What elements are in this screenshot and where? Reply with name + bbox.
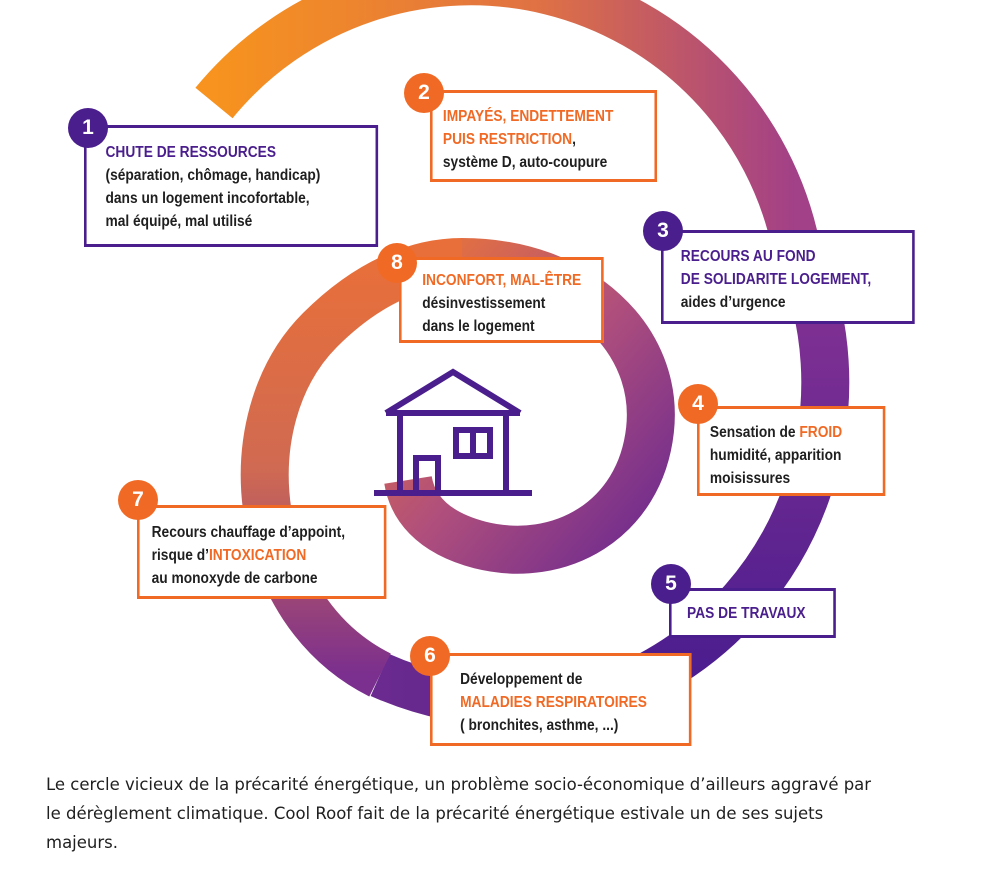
step-8-line-3: dans le logement: [422, 318, 535, 335]
step-7-line-1: Recours chauffage d’appoint,: [151, 524, 346, 541]
step-6-line-2: MALADIES RESPIRATOIRES: [460, 694, 647, 711]
step-8-line-1: INCONFORT, MAL-ÊTRE: [422, 272, 582, 289]
caption-line-1: Le cercle vicieux de la précarité énergé…: [46, 775, 872, 794]
step-6-box: Développement de MALADIES RESPIRATOIRES …: [430, 653, 692, 746]
step-5-line-1: PAS DE TRAVAUX: [687, 605, 806, 622]
step-1-line-3: dans un logement incofortable,: [105, 190, 310, 207]
step-4-line-2: humidité, apparition: [709, 447, 842, 464]
step-1-line-2: (séparation, chômage, handicap): [105, 167, 321, 184]
step-7-line-2: risque d’INTOXICATION: [151, 547, 307, 564]
step-2-number: 2: [404, 73, 444, 113]
step-7-number: 7: [118, 480, 158, 520]
step-3-line-1: RECOURS AU FOND: [680, 248, 816, 265]
step-6-line-3: ( bronchites, asthme, ...): [460, 717, 619, 734]
caption-line-2: le dérèglement climatique. Cool Roof fai…: [46, 804, 824, 823]
step-6-number: 6: [410, 636, 450, 676]
vicious-circle-diagram: CHUTE DE RESSOURCES (séparation, chômage…: [68, 0, 915, 746]
step-2-line-3: système D, auto-coupure: [442, 154, 608, 171]
step-5-number: 5: [651, 564, 691, 604]
step-8-box: INCONFORT, MAL-ÊTRE désinvestissement da…: [399, 257, 604, 343]
step-8-number: 8: [377, 243, 417, 283]
step-3-line-2: DE SOLIDARITE LOGEMENT,: [680, 271, 872, 288]
step-1-line-4: mal équipé, mal utilisé: [105, 213, 253, 230]
step-2-box: IMPAYÉS, ENDETTEMENT PUIS RESTRICTION, s…: [430, 90, 658, 182]
step-8-line-2: désinvestissement: [422, 295, 546, 312]
step-4-number: 4: [678, 384, 718, 424]
step-5-box: PAS DE TRAVAUX: [669, 588, 836, 638]
step-4-line-3: moisissures: [709, 470, 791, 487]
spiral-arc-outer-top: [195, 0, 820, 251]
caption-line-3: majeurs.: [46, 833, 119, 852]
step-7-box: Recours chauffage d’appoint, risque d’IN…: [137, 505, 387, 599]
figure-caption: Le cercle vicieux de la précarité énergé…: [46, 770, 946, 857]
step-1-number: 1: [68, 108, 108, 148]
step-2-line-1: IMPAYÉS, ENDETTEMENT: [442, 108, 614, 125]
step-3-box: RECOURS AU FOND DE SOLIDARITE LOGEMENT, …: [661, 230, 915, 324]
step-6-line-1: Développement de: [460, 671, 583, 688]
house-icon: [374, 368, 532, 496]
step-4-line-1: Sensation de FROID: [709, 424, 843, 441]
step-1-line-1: CHUTE DE RESSOURCES: [105, 144, 276, 161]
step-4-box: Sensation de FROID humidité, apparition …: [697, 406, 886, 496]
step-3-line-3: aides d’urgence: [680, 294, 786, 311]
step-2-line-2: PUIS RESTRICTION,: [442, 131, 576, 148]
step-7-line-3: au monoxyde de carbone: [151, 570, 318, 587]
step-3-number: 3: [643, 211, 683, 251]
step-1-box: CHUTE DE RESSOURCES (séparation, chômage…: [84, 125, 379, 247]
